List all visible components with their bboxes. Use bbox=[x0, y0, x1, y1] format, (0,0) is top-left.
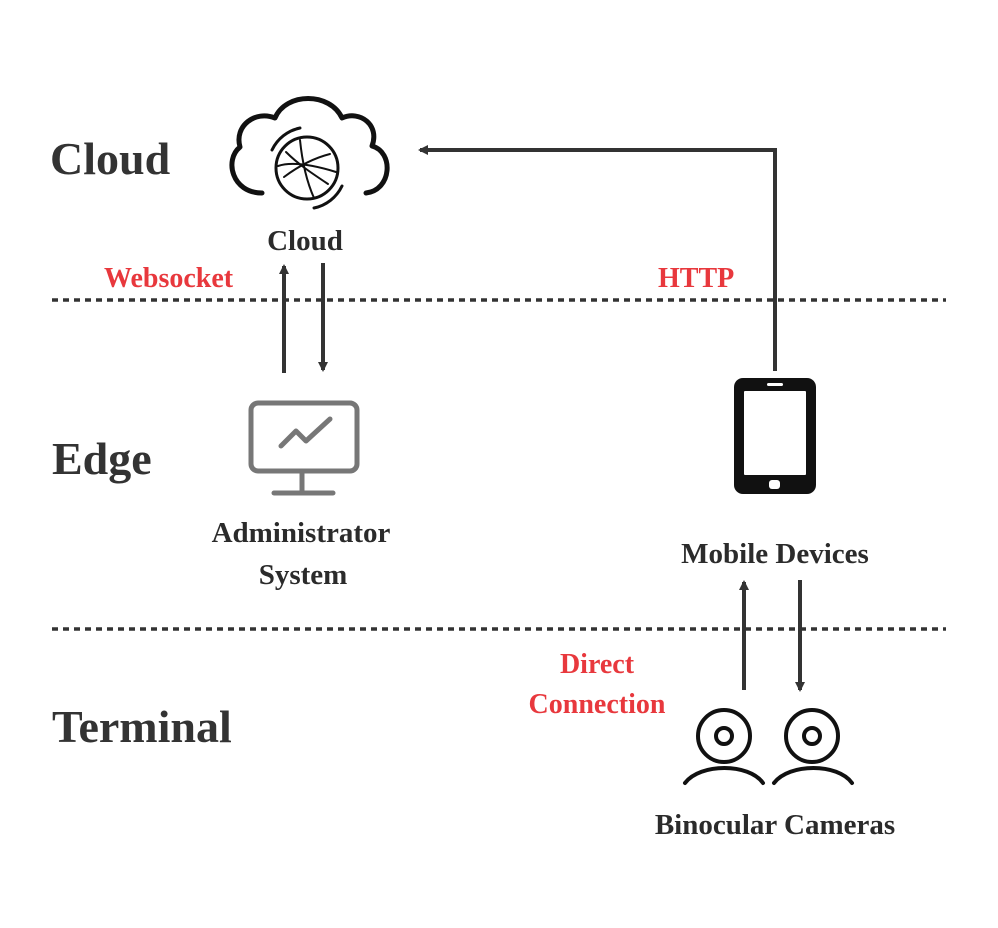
protocol-label-direct-line2: Connection bbox=[529, 689, 666, 720]
node-label-cloud: Cloud bbox=[267, 225, 343, 257]
tier-label-edge: Edge bbox=[52, 433, 152, 484]
node-label-admin-line1: Administrator bbox=[212, 517, 391, 549]
tier-label-cloud: Cloud bbox=[50, 133, 171, 184]
monitor-icon bbox=[248, 400, 360, 496]
protocol-label-websocket: Websocket bbox=[104, 263, 234, 294]
camera-icon-right bbox=[772, 708, 854, 785]
tablet-icon bbox=[734, 378, 816, 494]
protocol-label-http: HTTP bbox=[658, 263, 734, 294]
camera-icon-left bbox=[683, 708, 765, 785]
tier-label-terminal: Terminal bbox=[52, 701, 232, 752]
node-label-mobile: Mobile Devices bbox=[681, 538, 869, 570]
node-label-admin-line2: System bbox=[259, 559, 348, 591]
cloud-icon bbox=[229, 96, 390, 210]
arrow-mobile-to-cloud bbox=[418, 145, 777, 371]
node-label-cameras: Binocular Cameras bbox=[655, 809, 895, 841]
protocol-label-direct-line1: Direct bbox=[560, 649, 635, 680]
